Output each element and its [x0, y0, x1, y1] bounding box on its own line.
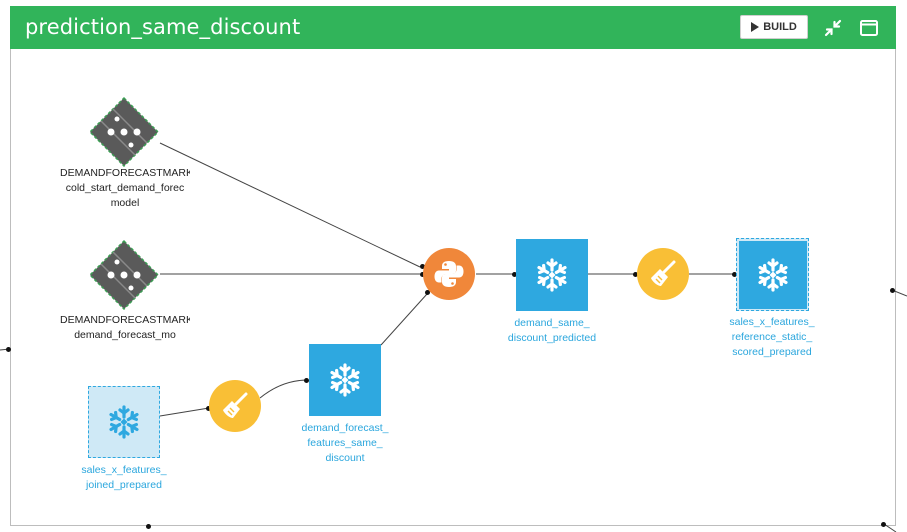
port-dot [420, 264, 425, 269]
node-label[interactable]: DEMANDFORECASTMARK cold_start_demand_for… [60, 167, 190, 209]
dataset-node-joined[interactable] [88, 386, 160, 458]
broom-icon [223, 392, 248, 418]
node-label[interactable]: demand_same_ discount_predicted [507, 317, 597, 344]
saved-model-node-demand-forecast[interactable] [87, 238, 161, 312]
prepare-recipe-node-top[interactable] [637, 248, 689, 300]
dataset-node-features[interactable] [309, 344, 381, 416]
collapse-icon[interactable] [823, 18, 843, 38]
build-button[interactable]: BUILD [740, 15, 808, 39]
broom-icon [651, 260, 676, 286]
play-icon [751, 22, 760, 32]
zone-title: prediction_same_discount [25, 15, 301, 39]
saved-model-node-cold-start[interactable] [87, 95, 161, 169]
snowflake-icon [757, 257, 788, 292]
build-label: BUILD [763, 21, 797, 33]
port-dot [6, 347, 11, 352]
snowflake-icon [109, 405, 139, 439]
dataset-node-predicted[interactable] [516, 239, 588, 311]
dataset-node-scored[interactable] [736, 238, 809, 311]
node-label[interactable]: sales_x_features_ reference_static_ scor… [729, 316, 815, 358]
prepare-recipe-node-bottom[interactable] [209, 380, 261, 432]
port-dot [304, 378, 309, 383]
node-label[interactable]: sales_x_features_ joined_prepared [81, 464, 167, 491]
port-dot [146, 524, 151, 529]
port-dot [206, 406, 211, 411]
python-icon [434, 261, 464, 287]
zone-header: prediction_same_discount BUILD [10, 6, 896, 49]
snowflake-icon [330, 363, 360, 397]
port-dot [512, 272, 517, 277]
saved-model-icon [88, 239, 160, 311]
node-label[interactable]: DEMANDFORECASTMARK demand_forecast_mo [60, 314, 190, 341]
saved-model-icon [88, 96, 160, 168]
edge-prepare-features [259, 379, 309, 399]
edge-features-python [380, 293, 428, 346]
node-label[interactable]: demand_forecast_ features_same_ discount [301, 422, 389, 464]
python-recipe-node[interactable] [423, 248, 475, 300]
port-dot [420, 272, 425, 277]
port-dot [890, 288, 895, 293]
port-dot [881, 522, 886, 527]
port-dot [425, 290, 430, 295]
edge-model1-python [159, 142, 421, 268]
edge-offscreen-bottom [883, 523, 897, 532]
port-dot [732, 272, 737, 277]
edge-joined-prepare [159, 407, 210, 417]
snowflake-icon [537, 258, 567, 292]
port-dot [633, 272, 638, 277]
maximize-icon[interactable] [859, 18, 879, 38]
